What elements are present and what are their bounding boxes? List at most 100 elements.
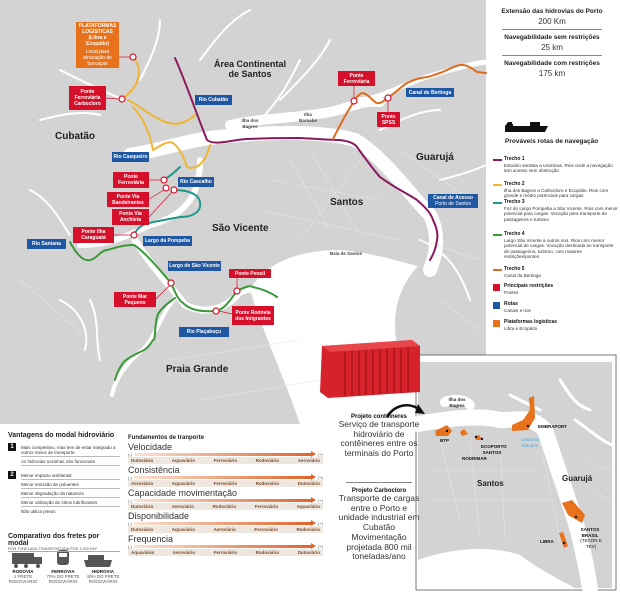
freight-subtitle: POR TONELADA TRANSPORTADA POR 1.000 KM*	[8, 547, 120, 552]
city-label: Praia Grande	[166, 364, 229, 375]
mode-label: Aeroviário	[213, 527, 236, 532]
bridge-label[interactable]: Ponte Rodovia dos Imigrantes	[232, 306, 274, 325]
fundamental-name: Disponibilidade	[128, 511, 190, 521]
river-label[interactable]: Largo de São Vicente	[168, 261, 221, 271]
plus-label: (+)	[318, 544, 323, 549]
stats-panel: Extensão das hidrovias do Porto 200 Km N…	[488, 8, 616, 81]
project-extra: Movimentação projetada 800 mil toneladas…	[346, 532, 412, 561]
city-label: Cubatão	[55, 131, 95, 142]
bay-label: Baía de Santos	[329, 251, 363, 256]
mode-label: Aeroviário	[297, 458, 320, 463]
route-trecho-1	[174, 57, 439, 261]
advantage-item: As hidrovias sozinhas não funcionam	[21, 457, 120, 466]
river-label[interactable]: Canal de Bertioga	[406, 88, 454, 97]
bridge-label[interactable]: Ponte Mar Pequeno	[114, 292, 156, 307]
bridge-label[interactable]: Ponte Ferroviária Carbocloro	[69, 86, 106, 110]
fundamentals-section: Fundamentos de tranporte Velocidade(-)(+…	[128, 435, 323, 556]
inset-label: EMBRAPORT	[538, 424, 567, 429]
advantage-item: Menor emissão de poluentes	[21, 480, 120, 489]
river-label[interactable]: Rio Cubatão	[195, 95, 232, 105]
project-carbocloro: Projeto Carbocloro Transporte de cargas …	[336, 488, 422, 562]
city-label: Área Continental de Santos	[214, 59, 287, 79]
project-desc: Transporte de cargas entre o Porto e uni…	[338, 493, 420, 532]
river-label[interactable]: Rio Cascalho	[178, 177, 214, 187]
plus-label: (+)	[318, 452, 323, 457]
truck-icon	[12, 553, 42, 568]
bridge-label[interactable]: Ponte Ilha Caraguatá	[73, 227, 114, 243]
river-label[interactable]: Rio Piaçabuçu	[179, 327, 229, 337]
fundamental-name: Consistência	[128, 465, 180, 475]
plus-label: (+)	[318, 521, 323, 526]
terminal-btp	[435, 425, 452, 436]
plus-label: (+)	[318, 475, 323, 480]
route-trecho-5	[332, 63, 487, 140]
mode-label: Rodoviário	[296, 527, 320, 532]
fundamental-name: Capacidade movimentação	[128, 488, 238, 498]
city-label: São Vicente	[212, 223, 269, 234]
number-badge: 2	[8, 471, 16, 479]
bridge-label[interactable]: Ponte Ferroviária	[113, 172, 149, 188]
inset-label: Ilha dos Bagres	[448, 397, 466, 408]
minus-label: (-)	[128, 521, 132, 526]
project-containers: Projeto contêineres Serviço de transport…	[336, 414, 422, 458]
bridge-label[interactable]: Ponte SPSS	[377, 112, 400, 127]
gradient-arrow-icon	[134, 520, 316, 526]
terminal-libra	[559, 532, 568, 548]
bridge-marker	[170, 186, 178, 194]
platform-title: PLATAFORMAS LOGÍSTICAS (Libra e Ecopátio…	[78, 23, 117, 47]
mode-label: Aquaviário	[131, 550, 155, 555]
river-label-canal-acesso[interactable]: Canal de Acesso Porto de Santos	[428, 194, 478, 208]
river-label[interactable]: Rio Santana	[27, 239, 66, 249]
bridge-marker	[160, 176, 168, 184]
inset-label: LIBRA	[540, 539, 554, 544]
river-label[interactable]: Largo da Pompeba	[143, 236, 192, 246]
inset-city: Guarujá	[562, 474, 593, 483]
stat-title: Extensão das hidrovias do Porto	[501, 8, 603, 15]
city-label: Santos	[330, 197, 364, 208]
fundamentals-title: Fundamentos de tranporte	[128, 435, 205, 441]
container-icon	[320, 340, 420, 398]
island-label: Ilha dos Bagres	[241, 118, 259, 129]
mode-label: Dutoviário	[131, 458, 154, 463]
bridge-label[interactable]: Ponte Ferroviária	[338, 71, 375, 86]
mode-label: Dutoviário	[297, 481, 320, 486]
bridge-label[interactable]: Ponte Pensil	[229, 269, 271, 278]
mode-label: Ferroviário	[213, 550, 238, 555]
bridge-label[interactable]: Ponte Via Anchieta	[112, 209, 149, 225]
project-title: Projeto Carbocloro	[351, 488, 407, 494]
minus-label: (-)	[128, 452, 132, 457]
advantage-item: Menor utilização de óleos lubrificantes	[21, 498, 120, 507]
mode-label: Dutoviário	[131, 527, 154, 532]
freight-section: Comparativo dos fretes por modal POR TON…	[8, 533, 120, 552]
inset-label: RODRIMAR	[462, 456, 487, 461]
gradient-arrow-icon	[134, 451, 316, 457]
island-label: Ilha Barnabé	[298, 112, 317, 123]
mode-label: Aeroviário	[131, 481, 154, 486]
advantage-item: Não utiliza pneus	[21, 508, 56, 514]
mode-label: Ferroviário	[213, 458, 238, 463]
ship-icon	[505, 122, 548, 132]
mode-label: Aquaviário	[296, 504, 320, 509]
terminal-embraport	[512, 396, 535, 431]
gradient-arrow-icon	[134, 497, 316, 503]
bridge-label[interactable]: Ponte Via Bandeirantes	[107, 192, 149, 207]
bridge-marker	[212, 307, 220, 315]
river-label[interactable]: Rio Casqueiro	[112, 152, 149, 162]
terminal-santos-brasil	[562, 500, 585, 523]
inset-label: ECOPORTO SANTOS	[481, 444, 507, 455]
gradient-arrow-icon	[134, 474, 316, 480]
advantages-title: Vantagens do modal hidroviário	[8, 432, 115, 439]
advantage-item: Mais competitivo, mas tem de estar integ…	[21, 443, 120, 457]
